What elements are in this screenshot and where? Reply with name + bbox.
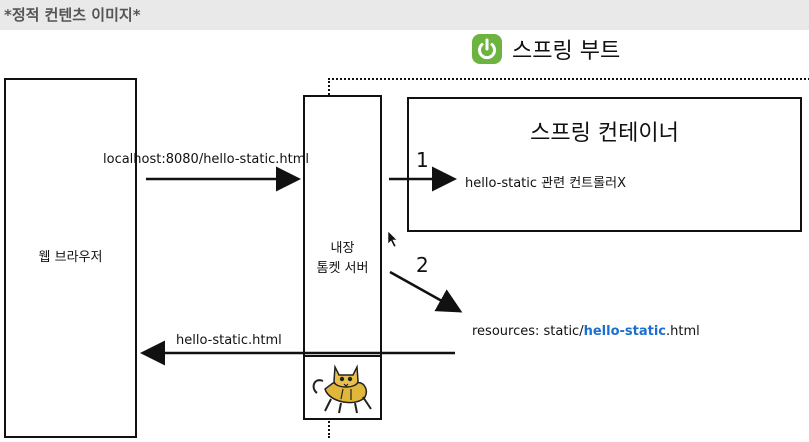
step2-label: resources: static/hello-static.html	[472, 324, 700, 339]
step2-path-suffix: .html	[666, 324, 700, 339]
tomcat-label-line1: 내장	[330, 241, 355, 256]
spring-container-box: 스프링 컨테이너	[407, 97, 802, 232]
page-title: *정적 컨텐츠 이미지*	[4, 6, 141, 24]
step1-label: hello-static 관련 컨트롤러X	[465, 176, 626, 191]
spring-power-icon	[472, 34, 502, 64]
step2-arrow	[389, 270, 463, 313]
spring-container-title: 스프링 컨테이너	[530, 121, 679, 146]
tomcat-label-line2: 톰켓 서버	[316, 261, 369, 276]
tomcat-logo-icon	[305, 355, 380, 419]
spring-boot-label: 스프링 부트	[512, 39, 621, 64]
step2-number: 2	[416, 253, 429, 277]
step2-path-prefix: resources: static/	[472, 324, 584, 339]
tomcat-server-box: 내장 톰켓 서버	[303, 95, 382, 420]
response-label: hello-static.html	[176, 333, 282, 348]
web-browser-box: 웹 브라우저	[4, 78, 137, 438]
step2-path-highlight: hello-static	[583, 324, 667, 339]
step1-number: 1	[416, 148, 429, 172]
web-browser-label: 웹 브라우저	[38, 250, 103, 265]
request-url-label: localhost:8080/hello-static.html	[103, 152, 309, 167]
mouse-cursor-icon	[387, 230, 398, 248]
spring-boot-header: 스프링 부트	[472, 32, 620, 66]
